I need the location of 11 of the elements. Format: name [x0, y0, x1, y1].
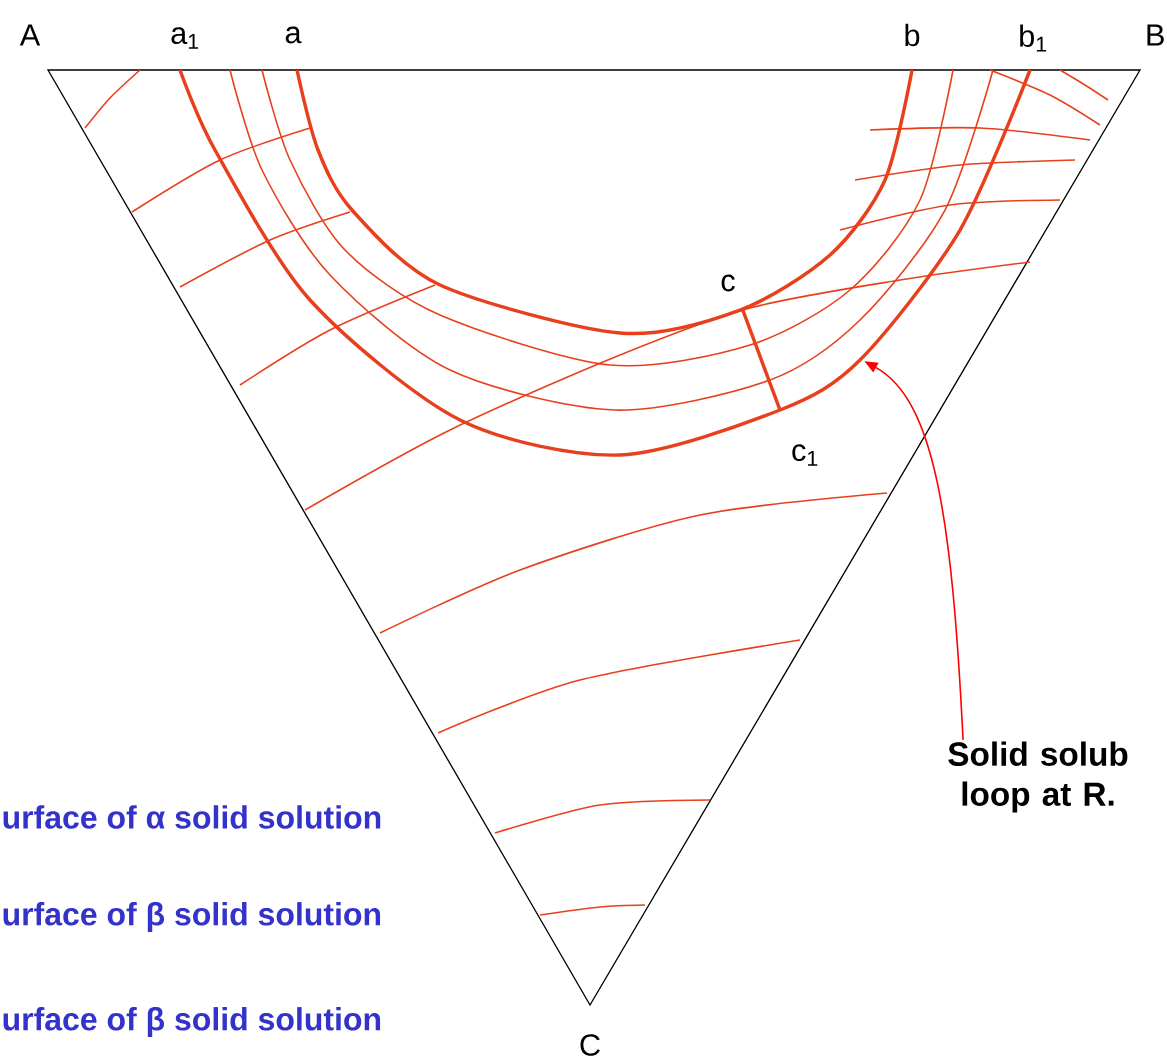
point-label: c [721, 274, 735, 292]
point-label: b$_{1}$ [1020, 24, 1047, 52]
point-label: a$_{1}$ [171, 27, 199, 49]
callout-text: Solid solub loop at R. [948, 741, 1128, 813]
point-label: c$_{1}$ [792, 444, 818, 466]
vertex-label: A [19, 24, 41, 46]
vertex-label: C [580, 1034, 600, 1056]
surface-label: urface of α solid solution [3, 805, 381, 829]
surface-label: urface of β solid solution [3, 1007, 381, 1037]
surface-label: urface of β solid solution [3, 902, 381, 932]
vertex-label: B [1147, 24, 1164, 46]
